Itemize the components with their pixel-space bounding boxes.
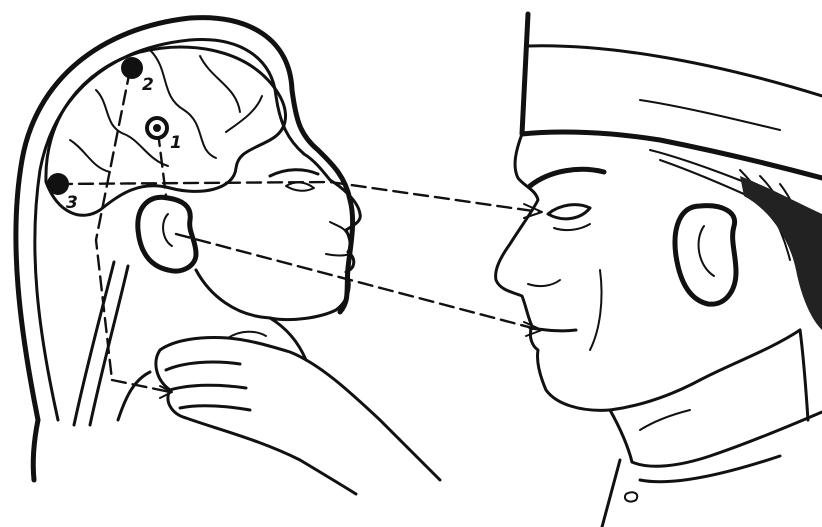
marker-1-label: 1 (170, 133, 182, 153)
listener-neck-back (118, 372, 150, 420)
speaker-hair-shade (740, 176, 822, 330)
marker-3-label: 3 (66, 193, 78, 213)
listener-ear-inner (163, 214, 172, 246)
listener-eye (286, 182, 314, 190)
listener-head-cutaway: 1 2 3 (16, 18, 440, 494)
marker-2: 2 (121, 57, 154, 95)
speaker-cap-top (528, 46, 822, 96)
skull-outline-outer (16, 18, 353, 420)
hand-thumb (228, 332, 266, 338)
brain-fold-5 (226, 96, 262, 132)
speaker-cap-fold (640, 100, 780, 130)
face-profile (270, 154, 360, 320)
visual-path-line (58, 182, 540, 212)
auditory-path-line (176, 234, 540, 330)
sight-sound-lines (58, 182, 542, 336)
listener-jaw (196, 270, 270, 318)
listener-nostril (330, 222, 346, 232)
speaker-cap (522, 14, 822, 178)
speaker-collar (602, 412, 822, 527)
speaker-mouth (530, 328, 576, 331)
speaker-eye-lower (554, 224, 590, 230)
brain-fold-4 (70, 140, 110, 172)
hand-on-throat (156, 338, 440, 495)
marker-2-label: 2 (142, 75, 154, 95)
skull-outline-inner (35, 40, 304, 420)
speaker-eye (548, 205, 590, 219)
listener-ear (138, 197, 196, 271)
brain-fold-2 (200, 56, 240, 112)
speaker-nostril (528, 280, 560, 286)
speaker-jaw (610, 330, 800, 410)
listener-eyebrow (270, 170, 318, 176)
speaker-neck-back (800, 330, 808, 420)
speaker-eyebrow (530, 169, 604, 186)
speaker-figure (496, 14, 822, 527)
listener-neck-front (270, 318, 306, 360)
speaker-ear-inner (699, 226, 714, 276)
speaker-collar-button (625, 492, 637, 501)
speaker-neck-crease (640, 410, 690, 430)
marker-1: 1 (147, 118, 182, 153)
listener-shoulder (33, 420, 38, 480)
speaker-neck-front (610, 410, 632, 462)
speaker-ear (675, 206, 736, 304)
speaker-cheek-line (590, 270, 602, 350)
listener-mouth (326, 254, 350, 256)
